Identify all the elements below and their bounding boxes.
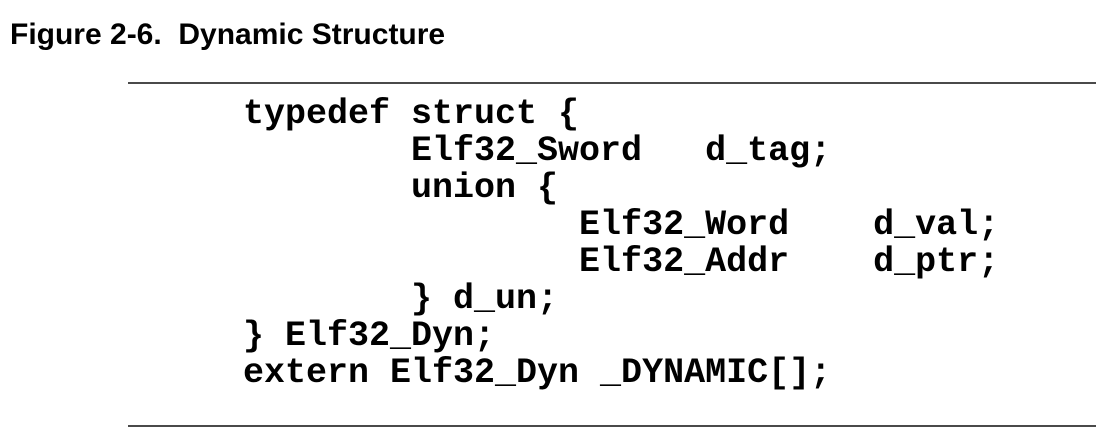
- figure-heading: Figure 2-6. Dynamic Structure: [10, 18, 446, 51]
- bottom-rule: [128, 425, 1096, 427]
- code-block: typedef struct { Elf32_Sword d_tag; unio…: [243, 94, 1000, 393]
- top-rule: [128, 82, 1096, 84]
